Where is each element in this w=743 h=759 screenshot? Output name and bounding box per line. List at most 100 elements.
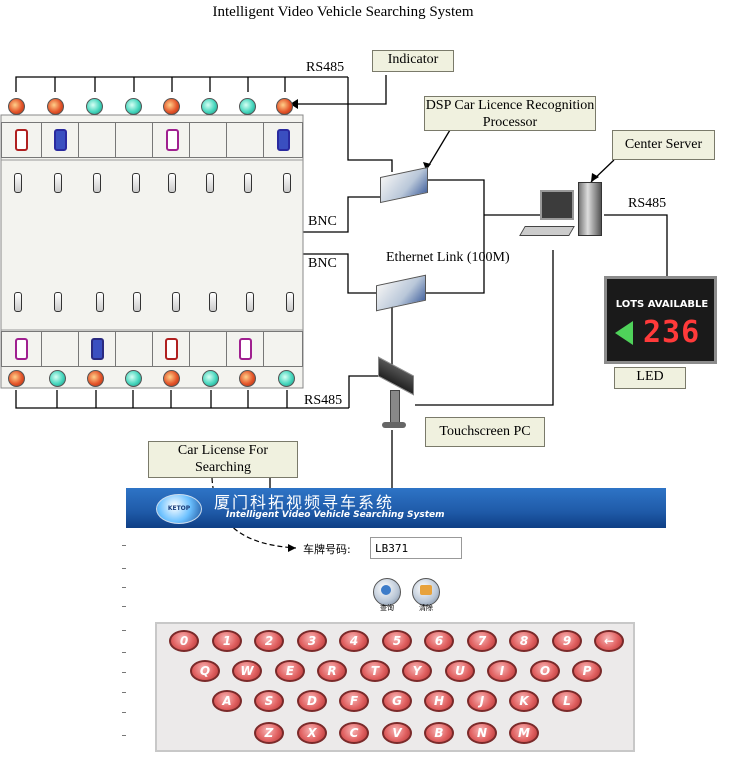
key-m[interactable]: M — [509, 722, 539, 744]
key-v[interactable]: V — [382, 722, 412, 744]
indicator-light — [239, 98, 256, 115]
key-k[interactable]: K — [509, 690, 539, 712]
key-f[interactable]: F — [339, 690, 369, 712]
camera-icon — [93, 173, 101, 193]
rs485-label: RS485 — [306, 60, 345, 75]
key-z[interactable]: Z — [254, 722, 284, 744]
led-sign-count: 236 — [643, 315, 701, 350]
plate-number-input[interactable] — [370, 537, 462, 559]
logo-icon: KETOP — [156, 494, 202, 524]
key-u[interactable]: U — [445, 660, 475, 682]
car-icon — [239, 338, 252, 360]
app-banner: KETOP 厦门科拓视频寻车系统 Intelligent Video Vehic… — [126, 488, 666, 528]
parking-slot — [189, 122, 227, 158]
key-i[interactable]: I — [487, 660, 517, 682]
banner-title-en: Intelligent Video Vehicle Searching Syst… — [226, 510, 445, 520]
key-q[interactable]: Q — [190, 660, 220, 682]
touchscreen-callout: Touchscreen PC — [425, 417, 545, 447]
key-e[interactable]: E — [275, 660, 305, 682]
parking-slot — [115, 122, 153, 158]
key-j[interactable]: J — [467, 690, 497, 712]
key-s[interactable]: S — [254, 690, 284, 712]
key-5[interactable]: 5 — [382, 630, 412, 652]
car-icon — [54, 129, 67, 151]
bnc-label: BNC — [308, 256, 337, 271]
monitor — [540, 190, 574, 220]
led-sign-text: LOTS AVAILABLE — [615, 299, 709, 310]
rs485-label: RS485 — [304, 393, 343, 408]
key-h[interactable]: H — [424, 690, 454, 712]
key-6[interactable]: 6 — [424, 630, 454, 652]
indicator-light — [8, 370, 25, 387]
parking-slot — [226, 122, 264, 158]
key-4[interactable]: 4 — [339, 630, 369, 652]
car-icon — [15, 338, 28, 360]
car-icon — [277, 129, 290, 151]
margin-tick — [122, 712, 126, 713]
clear-icon — [420, 585, 432, 595]
key-n[interactable]: N — [467, 722, 497, 744]
parking-slot — [152, 122, 190, 158]
search-button[interactable] — [373, 578, 401, 606]
key-1[interactable]: 1 — [212, 630, 242, 652]
key-l[interactable]: L — [552, 690, 582, 712]
key-o[interactable]: O — [530, 660, 560, 682]
key-8[interactable]: 8 — [509, 630, 539, 652]
backspace-key[interactable]: ← — [594, 630, 624, 652]
touchscreen-kiosk-icon — [374, 356, 414, 432]
banner-title-cn: 厦门科拓视频寻车系统 — [214, 493, 395, 512]
camera-icon — [133, 292, 141, 312]
parking-slot — [41, 122, 79, 158]
key-3[interactable]: 3 — [297, 630, 327, 652]
key-a[interactable]: A — [212, 690, 242, 712]
key-7[interactable]: 7 — [467, 630, 497, 652]
indicator-light — [278, 370, 295, 387]
plate-number-label: 车牌号码: — [303, 543, 351, 556]
key-r[interactable]: R — [317, 660, 347, 682]
indicator-light — [276, 98, 293, 115]
indicator-light — [8, 98, 25, 115]
search-button-label: 查询 — [380, 604, 394, 612]
key-c[interactable]: C — [339, 722, 369, 744]
parking-slot — [78, 122, 116, 158]
search-icon — [381, 585, 391, 595]
key-w[interactable]: W — [232, 660, 262, 682]
clear-button[interactable] — [412, 578, 440, 606]
camera-icon — [286, 292, 294, 312]
key-g[interactable]: G — [382, 690, 412, 712]
parking-slot — [263, 331, 303, 367]
parking-slot — [226, 331, 264, 367]
key-2[interactable]: 2 — [254, 630, 284, 652]
key-x[interactable]: X — [297, 722, 327, 744]
key-0[interactable]: 0 — [169, 630, 199, 652]
car-icon — [91, 338, 104, 360]
camera-icon — [96, 292, 104, 312]
server-icon — [519, 182, 606, 254]
kiosk-stand — [390, 390, 400, 426]
key-d[interactable]: D — [297, 690, 327, 712]
camera-icon — [246, 292, 254, 312]
rs485-label: RS485 — [628, 196, 667, 211]
indicator-light — [86, 98, 103, 115]
logo-text: KETOP — [167, 505, 191, 512]
key-b[interactable]: B — [424, 722, 454, 744]
parking-slot — [41, 331, 79, 367]
dsp-processor-callout: DSP Car Licence Recognition Processor — [424, 96, 596, 131]
led-callout: LED — [614, 367, 686, 389]
led-sign: LOTS AVAILABLE 236 — [604, 276, 717, 364]
indicator-light — [49, 370, 66, 387]
parking-slot — [1, 331, 42, 367]
parking-slot — [78, 331, 116, 367]
key-y[interactable]: Y — [402, 660, 432, 682]
indicator-light — [239, 370, 256, 387]
parking-slot — [115, 331, 153, 367]
key-p[interactable]: P — [572, 660, 602, 682]
car-icon — [15, 129, 28, 151]
indicator-light — [87, 370, 104, 387]
parking-slot — [263, 122, 303, 158]
camera-icon — [209, 292, 217, 312]
arrow-left-icon — [615, 321, 633, 345]
key-t[interactable]: T — [360, 660, 390, 682]
key-9[interactable]: 9 — [552, 630, 582, 652]
margin-tick — [122, 692, 126, 693]
